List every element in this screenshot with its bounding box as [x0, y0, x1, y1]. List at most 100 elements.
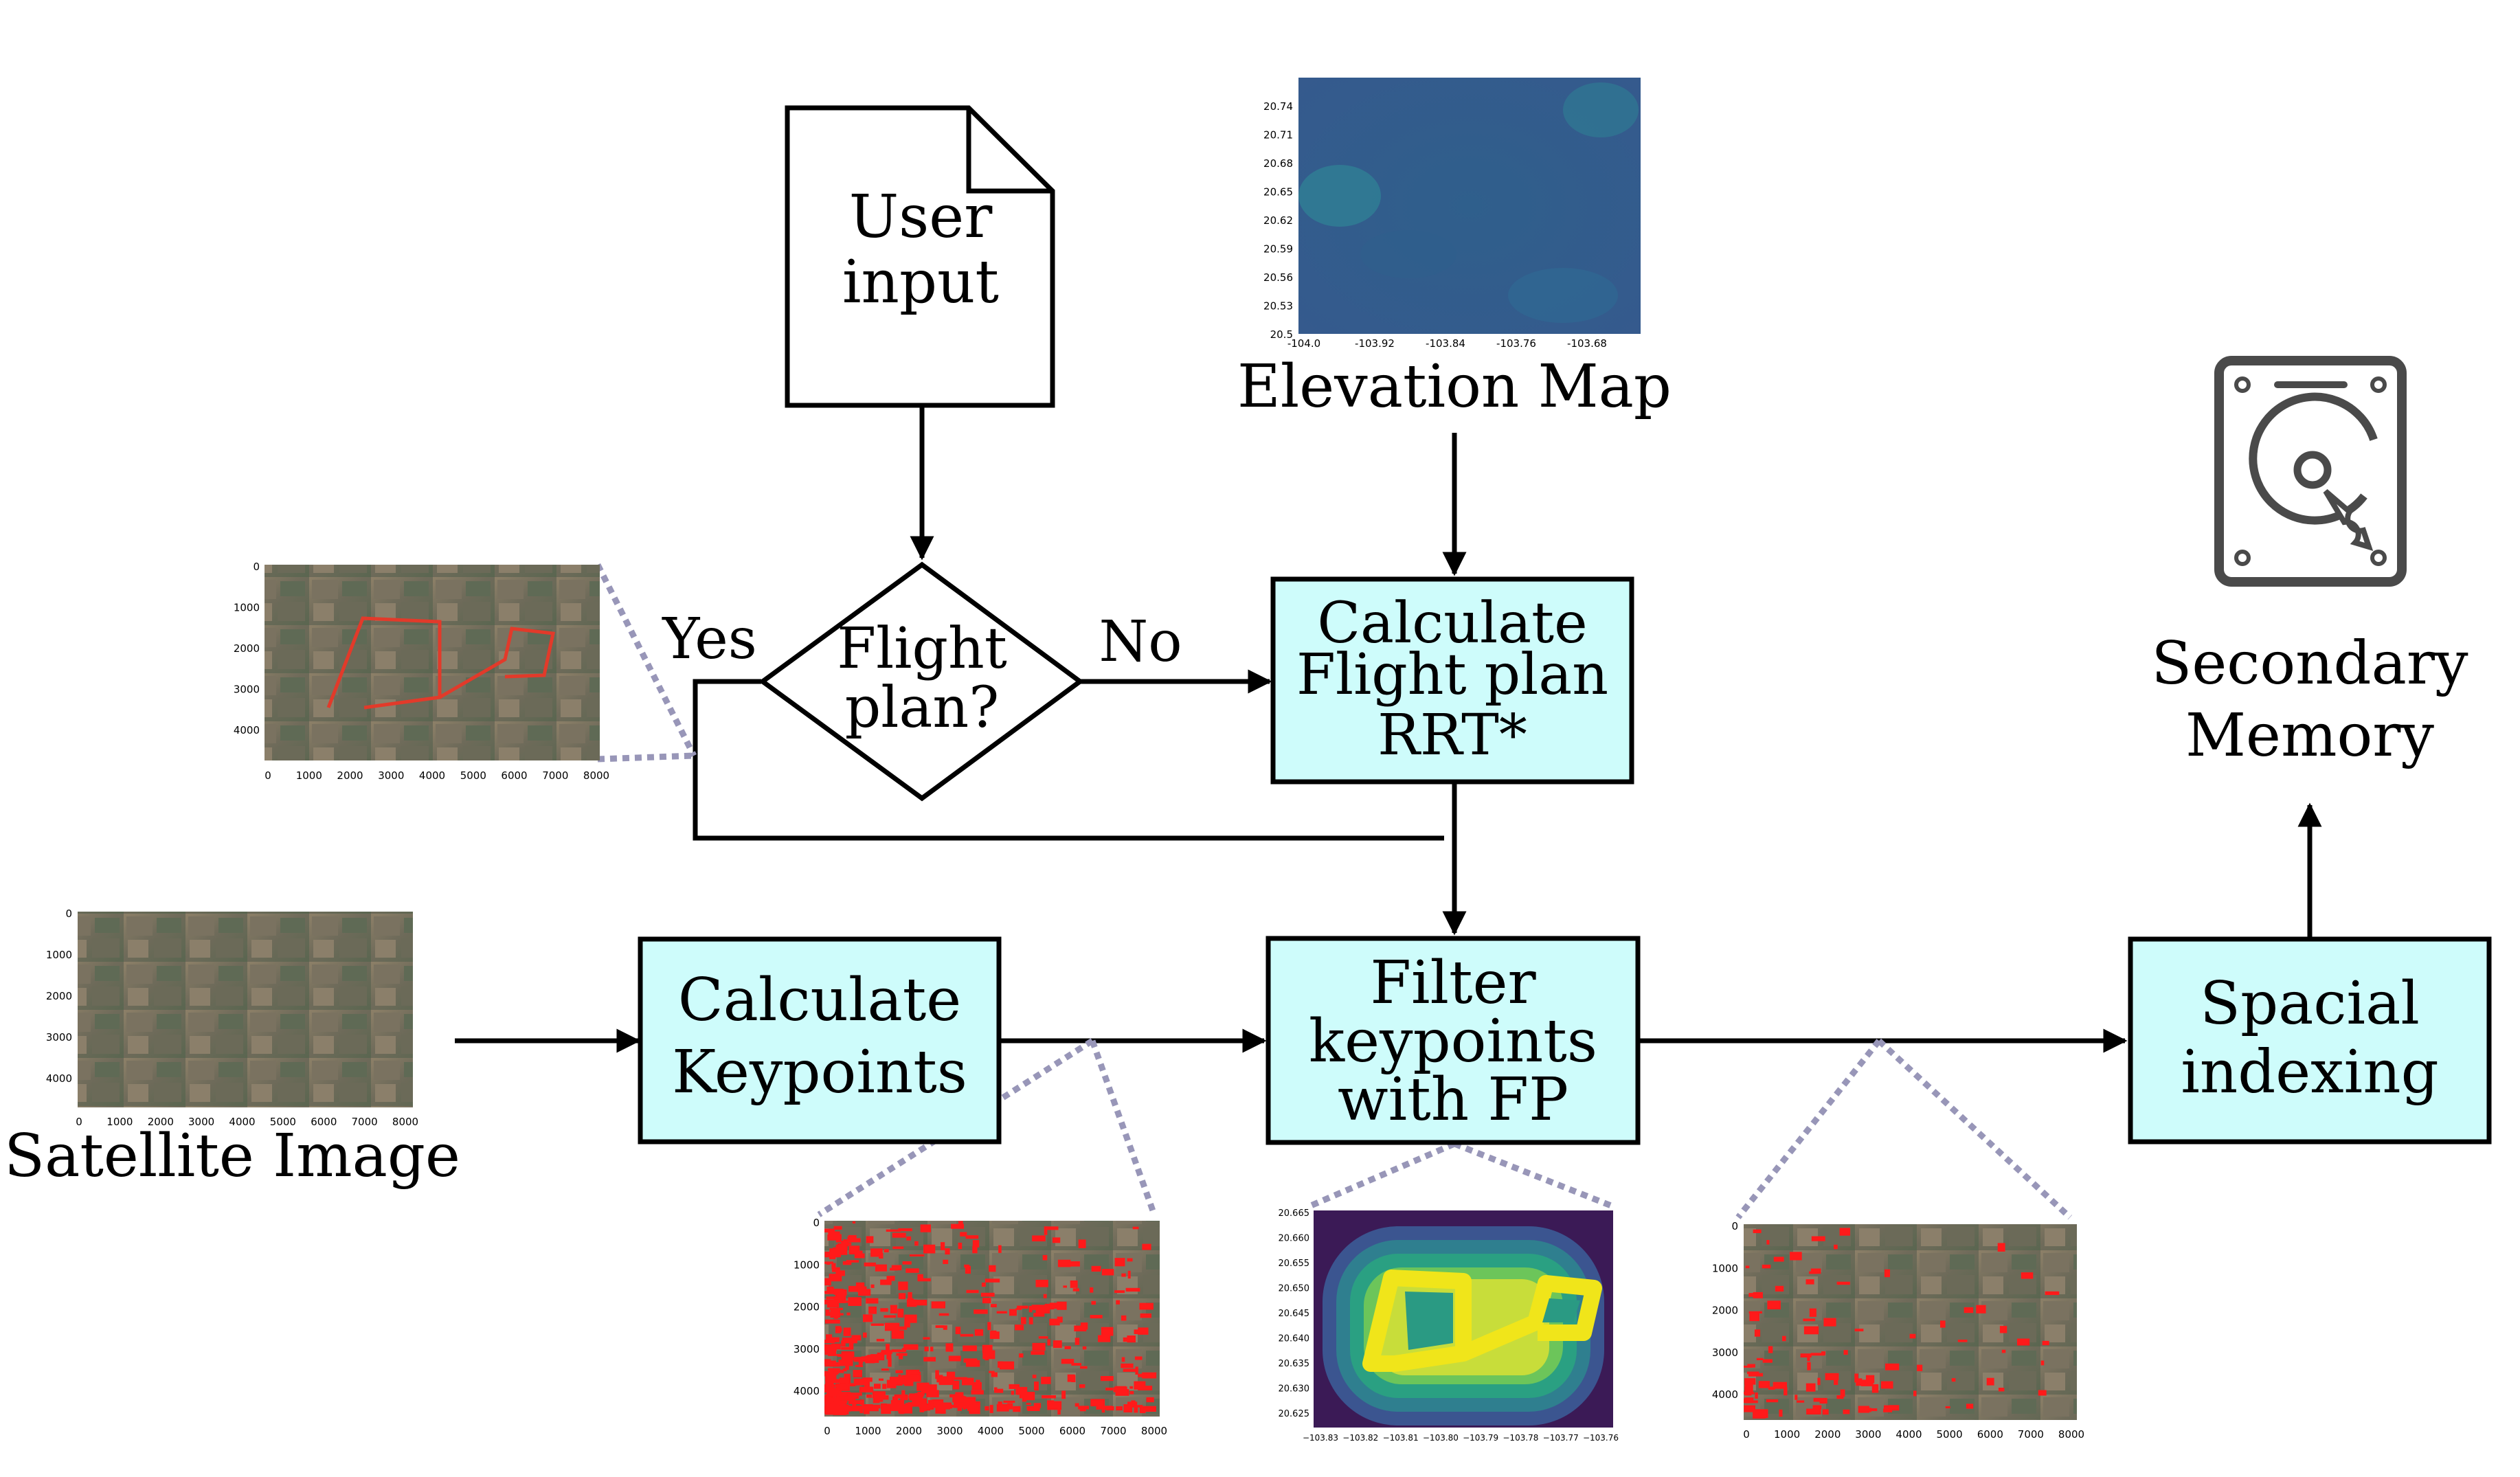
detected-keypoint — [991, 1372, 998, 1377]
elevation-x-tick-label: -104.0 — [1287, 337, 1320, 350]
satellite-x-tick-label: 3000 — [188, 1116, 214, 1128]
detected-keypoint — [835, 1406, 838, 1414]
indexed-keypoint — [1951, 1378, 1956, 1382]
detected-keypoint — [1075, 1403, 1079, 1407]
detected-keypoint — [1129, 1386, 1134, 1389]
detected-keypoint — [1057, 1259, 1071, 1267]
user-input-line2: input — [842, 248, 999, 317]
plan-y-tick-label: 4000 — [234, 724, 260, 736]
detected-keypoint — [830, 1379, 843, 1383]
detected-keypoint — [835, 1270, 845, 1276]
detected-keypoint — [996, 1311, 1007, 1313]
detected-keypoint — [858, 1364, 863, 1367]
detected-keypoint — [870, 1323, 884, 1326]
detected-keypoint — [960, 1232, 967, 1237]
indexed-x-tick-label: 4000 — [1895, 1428, 1922, 1441]
indexed-keypoint — [1805, 1383, 1816, 1392]
detected-keypoint — [923, 1337, 930, 1340]
detected-keypoint — [998, 1245, 1002, 1253]
no-label: No — [1099, 609, 1182, 675]
indexed-keypoint — [1964, 1307, 1974, 1313]
detected-keypoint — [1042, 1254, 1048, 1261]
satellite-image-caption: Satellite Image — [4, 1122, 460, 1191]
connectors — [455, 407, 2322, 1053]
indexed-keypoint — [1782, 1335, 1786, 1342]
detected-keypoint — [1131, 1400, 1136, 1403]
indexed-keypoint — [1768, 1386, 1775, 1390]
elevation-x-tick-label: -103.68 — [1567, 337, 1607, 350]
indexed-keypoint — [1775, 1285, 1784, 1292]
detected-keypoint — [887, 1405, 902, 1411]
indexed-keypoint — [1854, 1373, 1858, 1383]
detected-keypoint — [842, 1338, 857, 1344]
detected-keypoint — [844, 1300, 848, 1303]
detected-keypoint — [989, 1331, 1000, 1340]
keypoints-y-tick-label: 3000 — [794, 1343, 820, 1355]
detected-keypoint — [891, 1330, 904, 1339]
detected-keypoint — [1079, 1384, 1085, 1388]
flight-plan-buffer-thumbnail: 20.66520.66020.65520.65020.64520.64020.6… — [1279, 1208, 1619, 1443]
detected-keypoint — [1140, 1313, 1151, 1318]
detected-keypoint — [829, 1251, 836, 1259]
detected-keypoint — [884, 1315, 897, 1318]
indexed-keypoint — [2021, 1272, 2034, 1279]
detected-keypoint — [1064, 1346, 1071, 1349]
detected-keypoint — [1072, 1288, 1079, 1292]
detected-keypoint — [873, 1395, 880, 1403]
user-input-node: User input — [785, 105, 1055, 408]
detected-keypoint — [824, 1291, 830, 1294]
detected-keypoint — [1026, 1403, 1031, 1405]
detected-keypoint — [1047, 1339, 1050, 1346]
detected-keypoint — [825, 1375, 837, 1382]
detected-keypoint — [863, 1332, 867, 1338]
detected-keypoint — [917, 1278, 931, 1282]
indexed-keypoint — [1762, 1359, 1773, 1363]
detected-keypoint — [897, 1309, 904, 1318]
detected-keypoint — [848, 1342, 854, 1350]
edge-decision-yes — [693, 679, 1444, 841]
detected-keypoint — [1121, 1363, 1134, 1368]
detected-keypoint — [1049, 1318, 1060, 1326]
detected-keypoint — [1121, 1315, 1127, 1321]
detected-keypoint — [892, 1232, 906, 1238]
indexed-keypoint — [1806, 1408, 1821, 1414]
buffer-y-tick-label: 20.645 — [1279, 1309, 1310, 1319]
indexed-keypoint — [1913, 1390, 1917, 1397]
detected-keypoint — [982, 1350, 995, 1360]
detected-keypoint — [833, 1371, 839, 1374]
detected-keypoint — [1127, 1335, 1136, 1343]
buffer-y-tick-label: 20.650 — [1279, 1284, 1310, 1294]
detected-keypoint — [960, 1397, 976, 1403]
indexed-keypoint — [1809, 1308, 1816, 1317]
detected-keypoint — [908, 1292, 912, 1301]
detected-keypoint — [1031, 1351, 1045, 1355]
indexed-keypoint — [1749, 1312, 1759, 1322]
detected-keypoint — [1129, 1405, 1143, 1408]
detected-keypoint — [826, 1286, 834, 1294]
plan-x-tick-label: 3000 — [378, 769, 404, 782]
keypoints-x-tick-label: 5000 — [1018, 1425, 1044, 1437]
detected-keypoint — [1123, 1368, 1138, 1372]
keypoints-x-tick-label: 4000 — [978, 1425, 1004, 1437]
plan-y-tick-label: 1000 — [234, 602, 260, 614]
detected-keypoint — [824, 1278, 831, 1286]
detected-keypoint — [886, 1276, 895, 1281]
decision-line2: plan? — [845, 675, 999, 741]
detected-keypoint — [1071, 1363, 1081, 1366]
indexed-keypoint — [1747, 1371, 1759, 1375]
detected-keypoint — [841, 1351, 851, 1359]
detected-keypoint — [899, 1353, 903, 1360]
detected-keypoint — [881, 1395, 889, 1400]
buffer-x-tick-label: −103.82 — [1342, 1433, 1378, 1443]
detected-keypoint — [872, 1391, 886, 1399]
detected-keypoint — [946, 1371, 956, 1380]
detected-keypoint — [938, 1313, 949, 1316]
plan-x-tick-label: 6000 — [501, 769, 527, 782]
detected-keypoint — [945, 1248, 950, 1255]
calc-kp-line2: Keypoints — [672, 1038, 967, 1107]
detected-keypoint — [1127, 1401, 1138, 1406]
detected-keypoint — [981, 1283, 986, 1287]
detected-keypoint — [838, 1313, 844, 1316]
